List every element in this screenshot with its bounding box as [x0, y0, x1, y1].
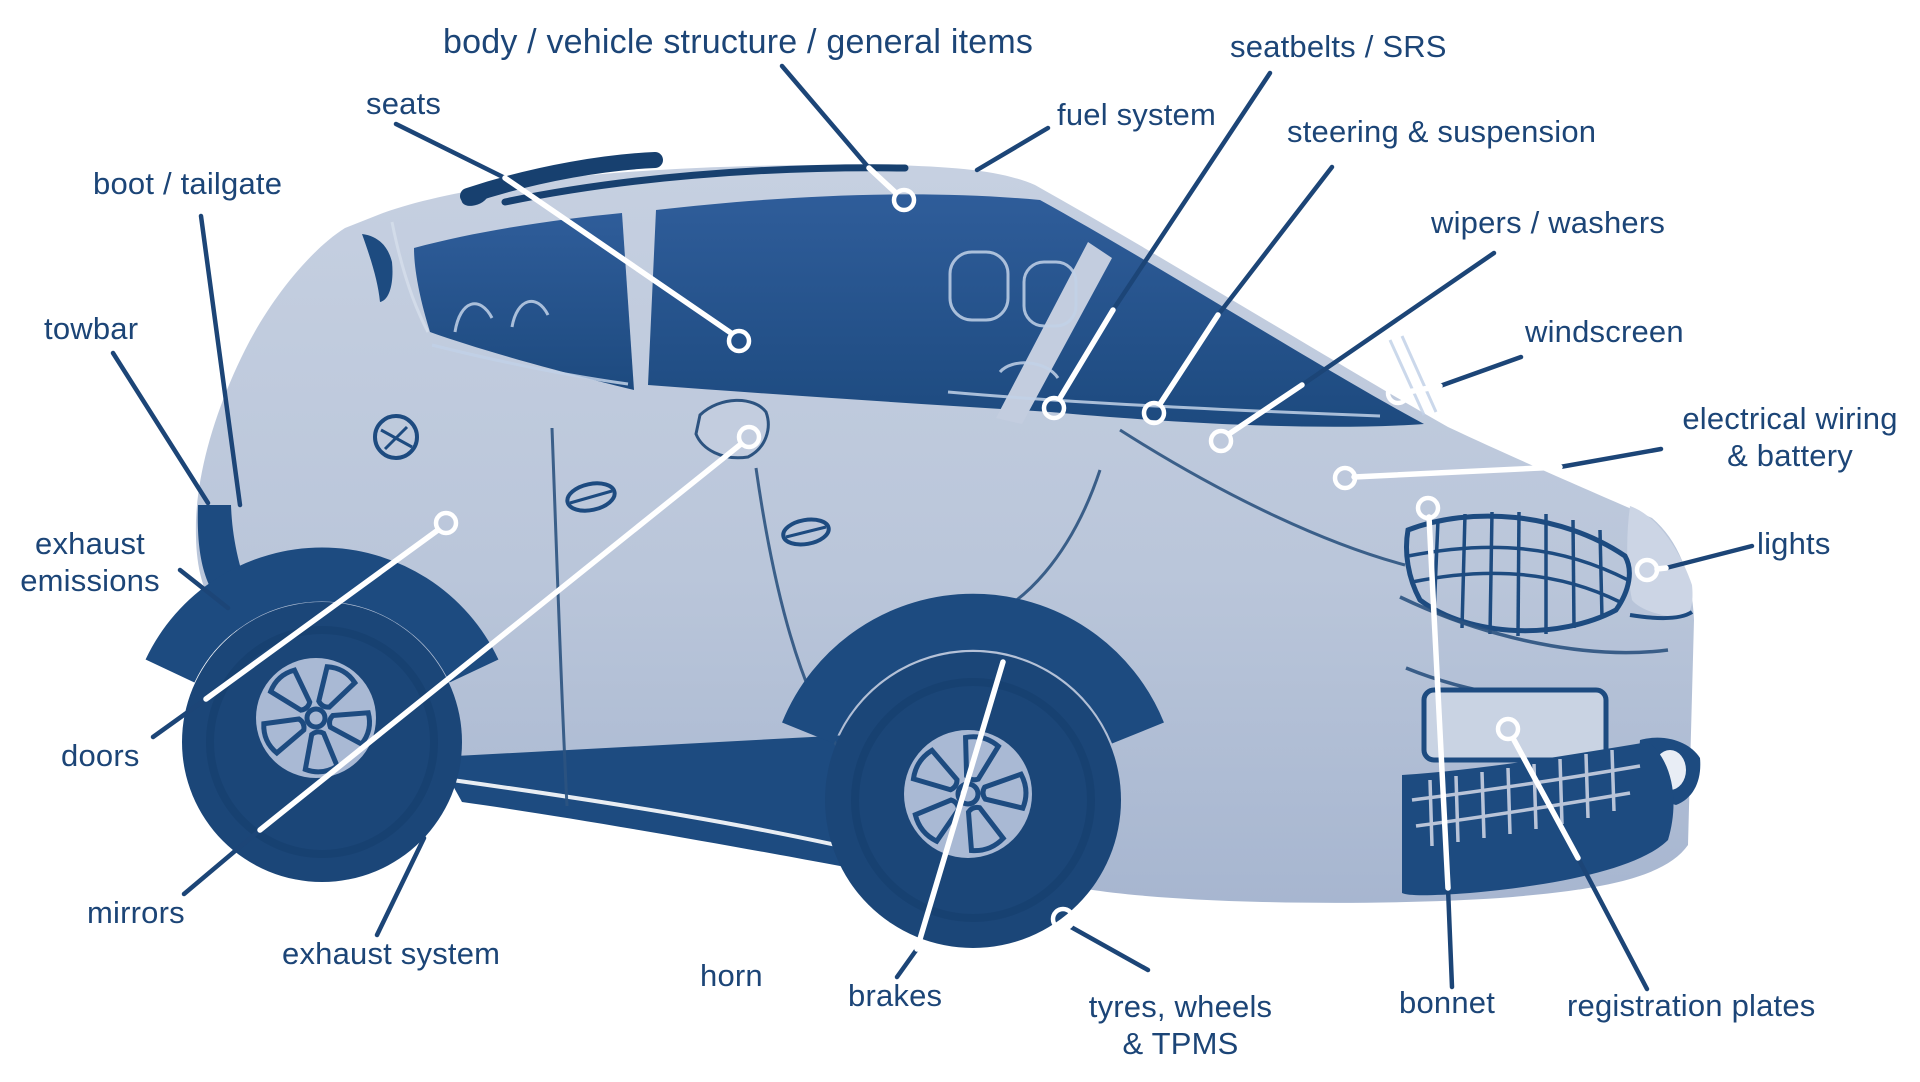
- dot-windscreen: [1385, 380, 1411, 406]
- label-body-structure: body / vehicle structure / general items: [443, 23, 1034, 61]
- dot-lights: [1634, 557, 1660, 583]
- label-electrical-wiring-battery: electrical wiring & battery: [1682, 401, 1898, 473]
- door-handles: [565, 481, 831, 547]
- dot-body-structure: [891, 187, 917, 213]
- leader-electrical: [1557, 446, 1664, 470]
- label-windscreen: windscreen: [1525, 314, 1684, 349]
- leader-lines-dark: [110, 63, 1755, 992]
- dot-seatbelts: [1041, 395, 1067, 421]
- car-windows: [414, 194, 1438, 427]
- leader-dots: [433, 187, 1660, 932]
- front-glass: [648, 194, 1424, 427]
- dot-bonnet: [1415, 495, 1441, 521]
- label-seats: seats: [366, 86, 442, 121]
- leader-steering: [1215, 164, 1335, 318]
- label-exhaust-emissions: exhaust emissions: [20, 526, 160, 598]
- dot-wipers: [1208, 428, 1234, 454]
- leader-lights: [1663, 543, 1755, 571]
- leader-mirrors: [181, 827, 263, 897]
- headlight: [1627, 506, 1693, 618]
- label-registration-plates: registration plates: [1567, 988, 1816, 1023]
- label-lights: lights: [1757, 526, 1831, 561]
- dot-electrical: [1332, 465, 1358, 491]
- leader-wipers: [1299, 250, 1497, 388]
- leader-exhaust-emissions: [177, 567, 231, 611]
- label-bonnet: bonnet: [1399, 985, 1496, 1020]
- wheel-arches: [145, 547, 1164, 744]
- leader-doors: [150, 696, 209, 740]
- leader-registration: [1575, 855, 1650, 992]
- leader-seatbelts: [1110, 70, 1273, 313]
- wing-mirror: [694, 398, 770, 460]
- rocker-panel: [437, 733, 902, 878]
- label-towbar: towbar: [44, 311, 139, 346]
- leader-brakes: [894, 946, 920, 980]
- label-exhaust-system: exhaust system: [282, 936, 501, 971]
- grille: [1404, 511, 1632, 637]
- leader-seats: [393, 121, 508, 181]
- dot-seats: [726, 328, 752, 354]
- label-mirrors: mirrors: [87, 895, 185, 930]
- dot-registration: [1495, 716, 1521, 742]
- label-boot-tailgate: boot / tailgate: [93, 166, 283, 201]
- rear-side-window: [414, 213, 634, 390]
- leader-windscreen: [1437, 354, 1524, 389]
- label-wipers-washers: wipers / washers: [1431, 205, 1666, 240]
- leader-fuel-system: [974, 125, 1051, 173]
- label-tyres-wheels-tpms: tyres, wheels & TPMS: [1088, 989, 1273, 1061]
- roof-rails: [460, 152, 909, 206]
- dot-mirrors: [736, 424, 762, 450]
- leader-lines-light: [203, 165, 1669, 952]
- dot-steering: [1141, 400, 1167, 426]
- leader-exhaust-system: [374, 835, 427, 938]
- rear-wheel: [182, 602, 462, 882]
- leader-bonnet: [1445, 885, 1455, 990]
- leader-boot: [198, 213, 243, 508]
- dot-doors: [433, 510, 459, 536]
- dot-tyres: [1050, 906, 1076, 932]
- label-brakes: brakes: [848, 978, 943, 1013]
- leader-body-structure: [779, 63, 872, 171]
- label-steering-suspension: steering & suspension: [1287, 114, 1597, 149]
- label-fuel-system: fuel system: [1057, 97, 1216, 132]
- leader-tyres: [1068, 924, 1151, 973]
- interior-sketch: [431, 250, 1438, 418]
- leader-towbar: [110, 350, 211, 506]
- fuel-cap: [373, 414, 419, 460]
- front-face: [1399, 506, 1701, 896]
- label-horn: horn: [700, 958, 763, 993]
- front-wheel: [825, 652, 1121, 948]
- label-seatbelts-srs: seatbelts / SRS: [1230, 29, 1447, 64]
- label-doors: doors: [61, 738, 140, 773]
